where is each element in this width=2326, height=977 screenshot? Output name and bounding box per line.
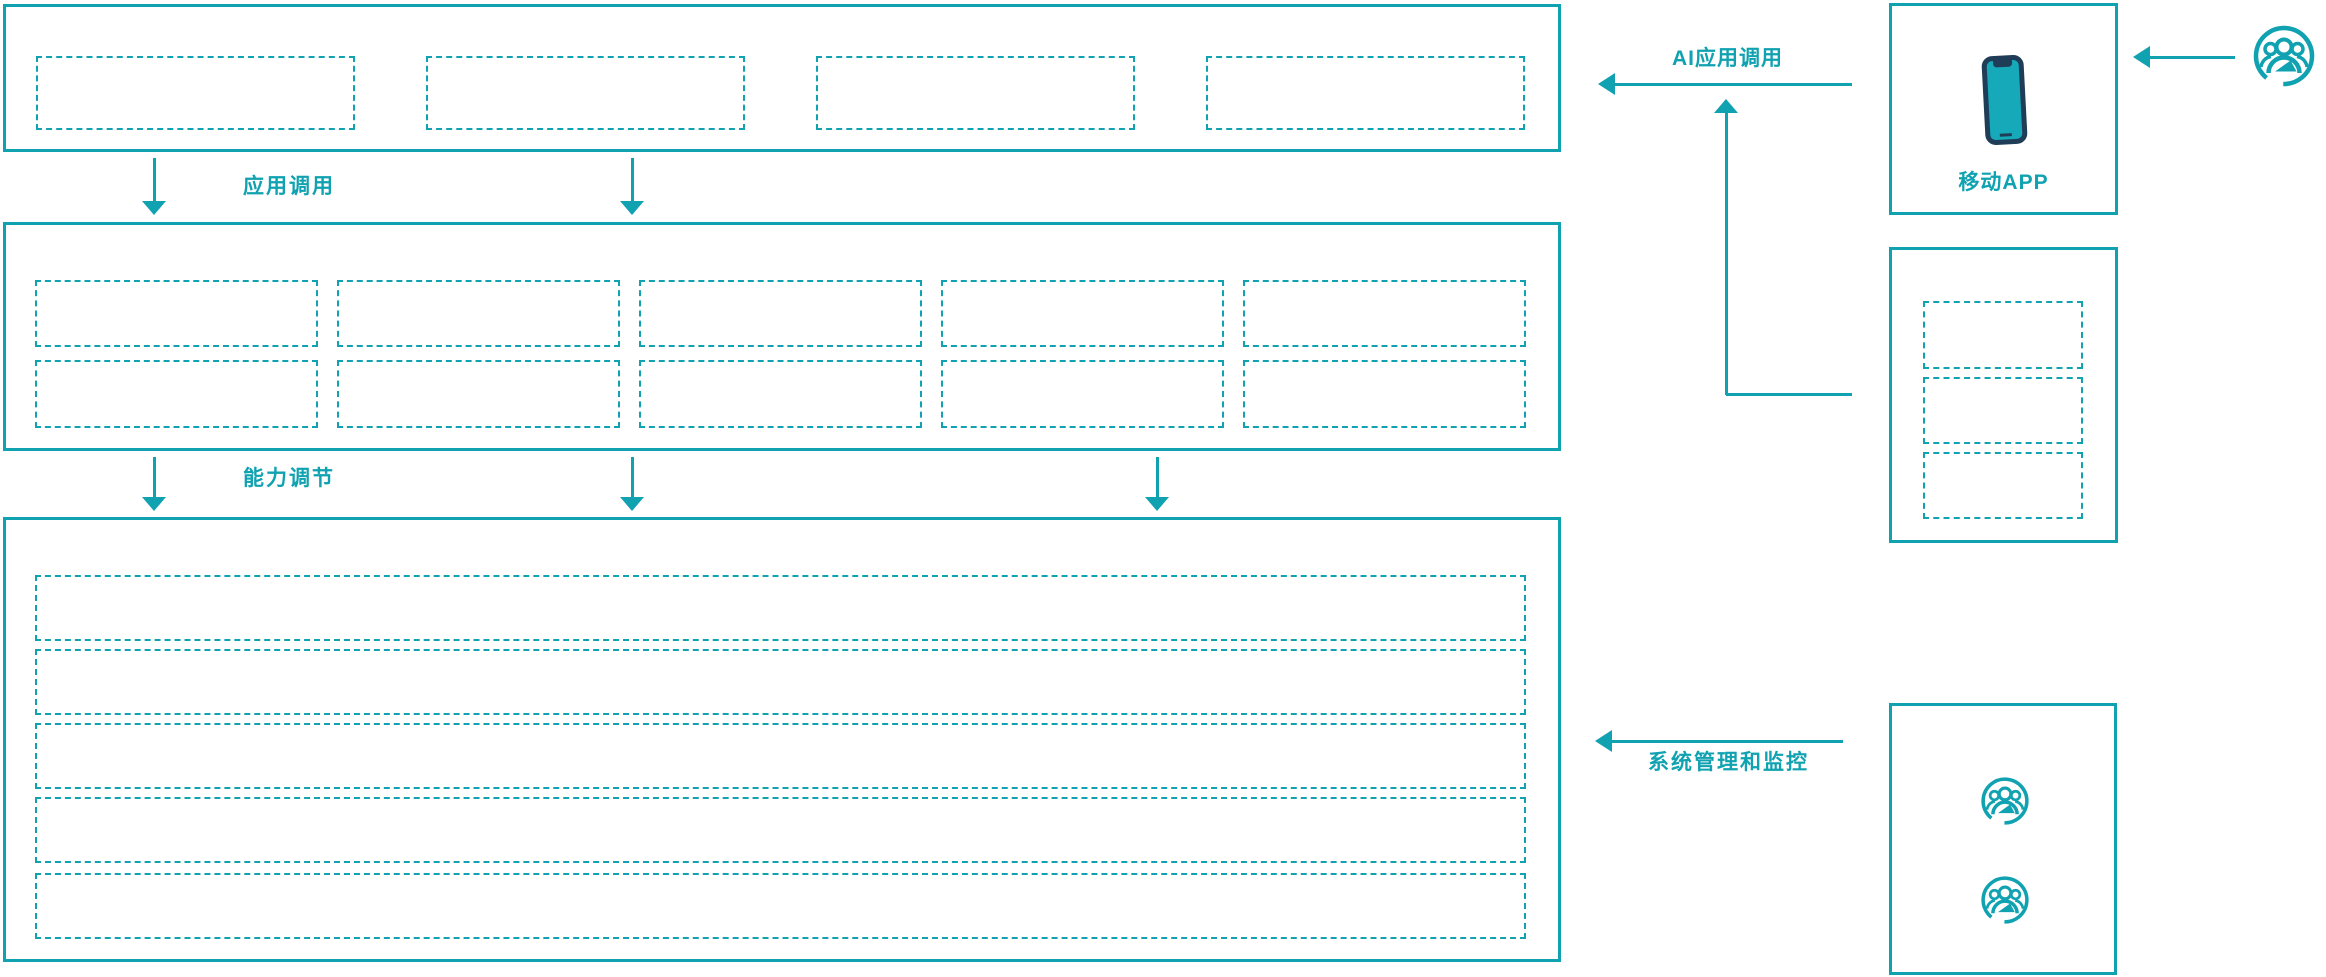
arrow-shaft xyxy=(630,158,634,201)
top-placeholder-2 xyxy=(426,56,745,130)
middle-placeholder-r1c5 xyxy=(1243,280,1526,347)
mobile-app-label: 移动APP xyxy=(1958,171,2049,194)
middle-placeholder-r2c1 xyxy=(35,360,318,428)
middle-placeholder-r1c1 xyxy=(35,280,318,347)
app-call-arrow-1 xyxy=(142,158,166,215)
capability-arrow-1 xyxy=(142,457,166,511)
arrow-shaft xyxy=(1615,82,1852,86)
app-call-arrow-2 xyxy=(620,158,644,215)
capability-adjust-label: 能力调节 xyxy=(243,467,335,490)
arrow-left-icon xyxy=(1595,730,1612,752)
capability-arrow-3 xyxy=(1145,457,1169,511)
elbow-connector xyxy=(1726,393,1852,396)
system-management-label: 系统管理和监控 xyxy=(1648,751,1809,774)
arrow-up-icon xyxy=(1714,99,1738,113)
user-group-icon xyxy=(1980,875,2030,925)
arrow-shaft xyxy=(1724,113,1728,395)
ai-app-call-arrow xyxy=(1598,73,1852,95)
arrow-shaft xyxy=(630,457,634,497)
arrow-left-icon xyxy=(2133,46,2150,68)
middleware-up-arrow xyxy=(1714,99,1738,395)
bottom-row-placeholder-3 xyxy=(35,723,1526,789)
ai-app-call-label: AI应用调用 xyxy=(1672,47,1783,70)
arrow-down-icon xyxy=(620,497,644,511)
arrow-left-icon xyxy=(1598,73,1615,95)
bottom-row-placeholder-1 xyxy=(35,575,1526,641)
bottom-row-placeholder-5 xyxy=(35,873,1526,939)
arrow-shaft xyxy=(152,158,156,201)
user-group-icon xyxy=(1980,776,2030,826)
arrow-shaft xyxy=(1612,739,1843,743)
capability-arrow-2 xyxy=(620,457,644,511)
top-placeholder-3 xyxy=(816,56,1135,130)
admin-users-box xyxy=(1889,703,2117,975)
arrow-shaft xyxy=(2150,55,2235,59)
arrow-down-icon xyxy=(1145,497,1169,511)
arrow-down-icon xyxy=(142,201,166,215)
middle-placeholder-r1c3 xyxy=(639,280,922,347)
middle-placeholder-r2c2 xyxy=(337,360,620,428)
top-placeholder-1 xyxy=(36,56,355,130)
arrow-shaft xyxy=(152,457,156,497)
top-placeholder-4 xyxy=(1206,56,1525,130)
bottom-row-placeholder-4 xyxy=(35,797,1526,863)
arrow-shaft xyxy=(1155,457,1159,497)
arrow-down-icon xyxy=(620,201,644,215)
middle-placeholder-r2c4 xyxy=(941,360,1224,428)
middle-placeholder-r2c3 xyxy=(639,360,922,428)
middleware-placeholder-3 xyxy=(1923,452,2083,519)
middleware-placeholder-2 xyxy=(1923,377,2083,444)
middleware-placeholder-1 xyxy=(1923,301,2083,369)
middle-placeholder-r1c4 xyxy=(941,280,1224,347)
system-management-arrow xyxy=(1595,730,1843,752)
bottom-row-placeholder-2 xyxy=(35,649,1526,715)
user-to-app-arrow xyxy=(2133,46,2235,68)
smartphone-icon xyxy=(1978,50,2030,150)
user-group-icon xyxy=(2252,24,2316,88)
middle-placeholder-r1c2 xyxy=(337,280,620,347)
app-call-label: 应用调用 xyxy=(243,175,335,198)
arrow-down-icon xyxy=(142,497,166,511)
middle-placeholder-r2c5 xyxy=(1243,360,1526,428)
